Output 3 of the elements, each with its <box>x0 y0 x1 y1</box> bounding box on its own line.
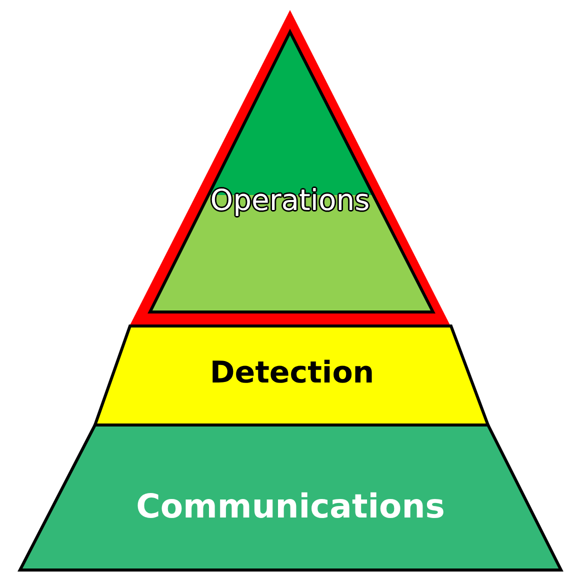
pyramid-tier <box>18 424 563 572</box>
tier-label: Communications <box>136 486 445 526</box>
tier-label: Detection <box>210 356 374 390</box>
